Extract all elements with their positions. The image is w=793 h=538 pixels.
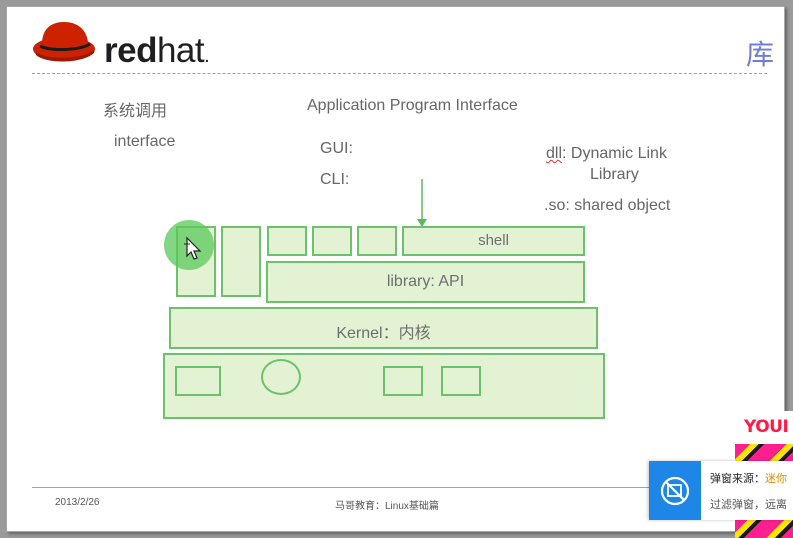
dll-desc: : Dynamic Link [562,145,667,162]
slide: redhat. 库 系统调用 interface Application Pro… [6,6,785,532]
interface-label: interface [114,133,176,150]
dll-library-word: Library [590,166,639,183]
footer-date: 2013/2/26 [55,497,100,508]
hardware-component-1 [175,366,221,396]
hardware-box [163,353,605,419]
slide-title: 库 [745,38,774,71]
popup-filter-text: 过滤弹窗，远离 [710,498,787,511]
so-line: .so: shared object [544,197,671,214]
ad-banner-header [735,411,793,444]
dll-line: dll: Dynamic Link [546,145,667,163]
hardware-component-3 [441,366,481,396]
app-box-4 [312,226,352,256]
shell-box: shell [402,226,585,256]
ad-brand-text: YOUI [744,417,789,437]
redhat-logo-text: redhat. [104,31,210,70]
app-box-5 [357,226,397,256]
popup-icon-panel[interactable] [649,461,701,520]
popup-notification[interactable]: 弹窗来源：迷你 过滤弹窗，远离 [649,461,793,520]
footer-divider [32,487,767,488]
dll-word: dll [546,145,563,162]
block-popup-icon [660,476,690,506]
cli-label: CLI: [320,171,350,188]
kernel-label: Kernel：内核 [336,325,431,342]
popup-source-line: 弹窗来源：迷你 [710,470,787,486]
popup-source-value[interactable]: 迷你 [765,472,787,485]
library-box: library: API [266,261,585,303]
header-divider [32,73,767,74]
gui-label: GUI: [320,140,353,157]
app-box-2 [221,226,261,297]
move-cursor-icon [184,236,202,260]
down-arrow-icon [417,179,427,227]
api-heading: Application Program Interface [307,97,518,114]
library-label: library: API [386,273,465,290]
shell-label: shell [478,232,509,249]
popup-source-label: 弹窗来源： [710,472,765,485]
footer-title: 马哥教育：Linux基础篇 [335,501,439,512]
redhat-logo-icon [33,22,95,62]
syscall-label: 系统调用 [103,103,168,120]
app-box-3 [267,226,307,256]
hardware-component-circle [261,359,301,395]
kernel-box: Kernel：内核 [169,307,598,349]
hardware-component-2 [383,366,423,396]
